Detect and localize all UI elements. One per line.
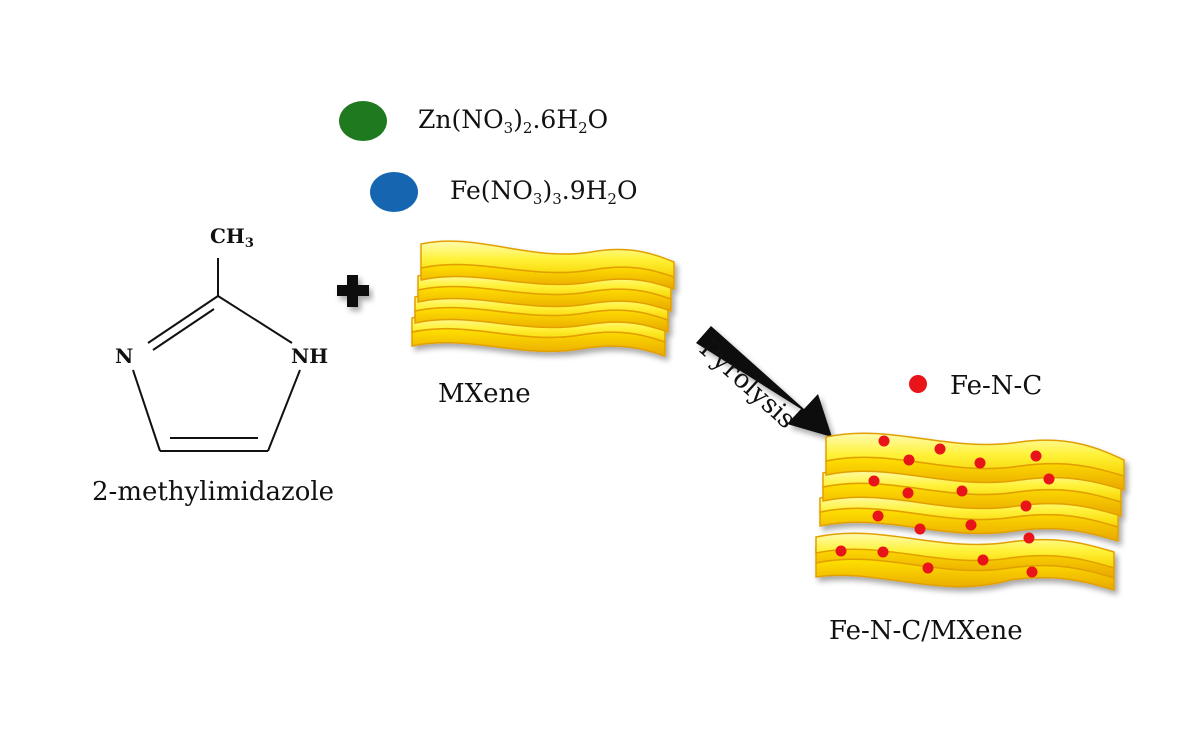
plus-icon xyxy=(337,275,369,307)
fe-n-c-site xyxy=(1023,532,1035,544)
fe-n-c-site xyxy=(903,454,915,466)
fe-n-c-mxene-stack xyxy=(815,432,1125,592)
fe-n-c-site xyxy=(1020,500,1032,512)
mxene-stack xyxy=(411,240,675,358)
nh-group-label: NH xyxy=(291,344,329,368)
fe-n-c-site xyxy=(914,523,926,535)
product-layer-1 xyxy=(825,432,1125,492)
mxene-layer-1 xyxy=(420,240,675,291)
fe-n-c-sites xyxy=(835,435,1055,578)
fe-n-c-site xyxy=(974,457,986,469)
zinc-nitrate-label: Zn(NO3)2.6H2O xyxy=(418,105,609,137)
fe-n-c-site xyxy=(1030,450,1042,462)
iron-nitrate-dot xyxy=(370,172,418,212)
fe-n-c-site xyxy=(1026,566,1038,578)
pyrolysis-arrow xyxy=(696,326,832,437)
fe-n-c-legend-dot xyxy=(909,375,927,393)
fe-n-c-site xyxy=(872,510,884,522)
fe-n-c-site xyxy=(977,554,989,566)
nitrogen-atom-label: N xyxy=(115,344,134,368)
imidazole-structure xyxy=(132,258,301,452)
fe-n-c-site xyxy=(878,435,890,447)
fe-n-c-site xyxy=(902,487,914,499)
mxene-label: MXene xyxy=(438,379,531,409)
fe-n-c-site xyxy=(1043,473,1055,485)
fe-n-c-site xyxy=(965,519,977,531)
fe-n-c-legend-label: Fe-N-C xyxy=(950,371,1043,401)
zinc-nitrate-dot xyxy=(339,101,387,141)
fe-n-c-mxene-label: Fe-N-C/MXene xyxy=(829,616,1023,646)
fe-n-c-site xyxy=(922,562,934,574)
fe-n-c-site xyxy=(835,545,847,557)
imidazole-name: 2-methylimidazole xyxy=(92,477,335,507)
fe-n-c-site xyxy=(934,443,946,455)
product-layer-4 xyxy=(815,532,1115,592)
fe-n-c-site xyxy=(868,475,880,487)
iron-nitrate-label: Fe(NO3)3.9H2O xyxy=(450,176,638,208)
fe-n-c-site xyxy=(877,546,889,558)
fe-n-c-site xyxy=(956,485,968,497)
methyl-group-label: CH3 xyxy=(210,224,254,251)
